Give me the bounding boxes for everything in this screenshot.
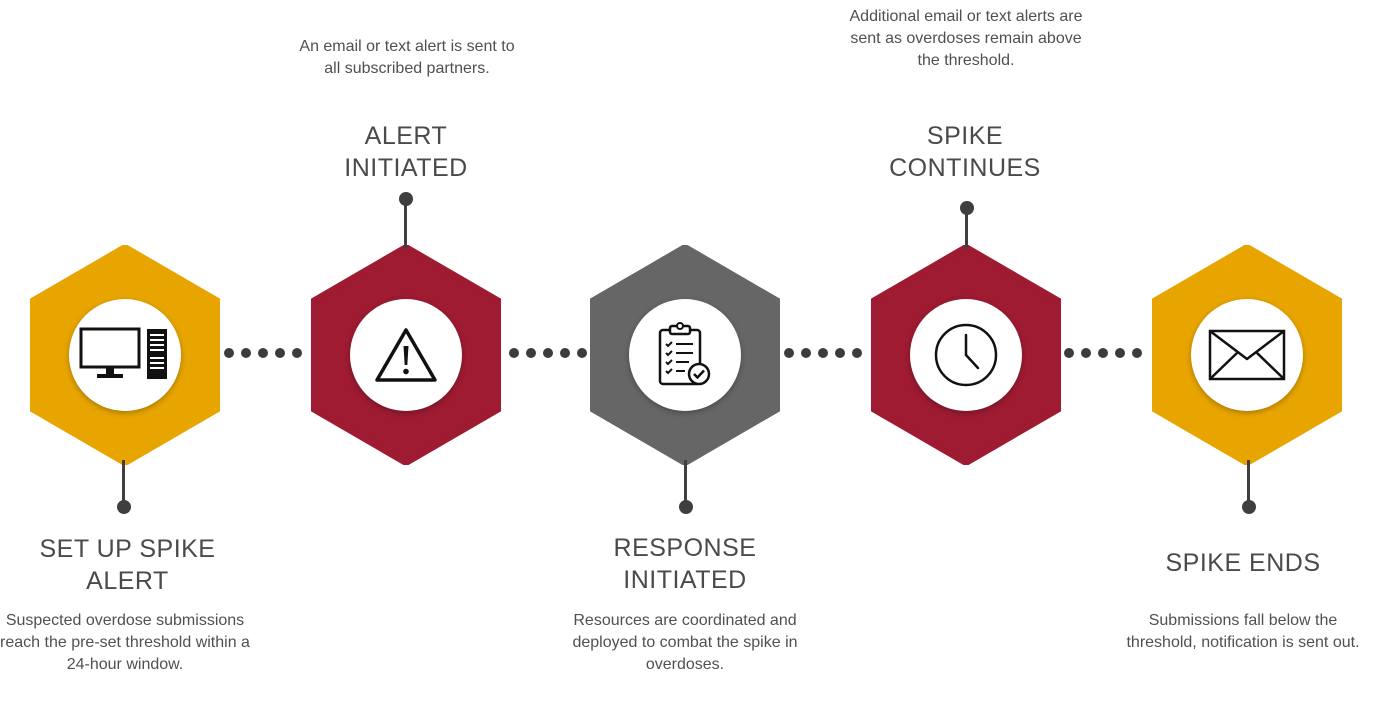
connector-dot: [543, 348, 553, 358]
step-2-title-line-1: ALERT: [364, 122, 448, 150]
connector-dot: [509, 348, 519, 358]
step-3-title: RESPONSE INITIATED: [570, 532, 800, 596]
step-2-icon-circle: [350, 299, 462, 411]
step-5-knob: [1242, 500, 1256, 514]
connector-dot: [560, 348, 570, 358]
step-3-description: Resources are coordinated and deployed t…: [572, 612, 798, 673]
step-4-knob: [960, 201, 974, 215]
connector-dot: [1081, 348, 1091, 358]
step-4-title-line-1: SPIKE: [926, 122, 1004, 150]
step-5-description: Submissions fall below the threshold, no…: [1126, 612, 1360, 651]
clock-icon: [933, 322, 999, 388]
connector-dot: [275, 348, 285, 358]
step-3-hexagon: [590, 245, 780, 465]
step-4-description: Additional email or text alerts are sent…: [849, 8, 1083, 69]
step-4-icon-circle: [910, 299, 1022, 411]
step-2-stem: [404, 199, 407, 249]
connector-dots-3-4: [784, 348, 862, 358]
connector-dots-2-3: [509, 348, 587, 358]
step-2-description: An email or text alert is sent to all su…: [299, 38, 515, 77]
step-2-title: ALERT INITIATED: [306, 120, 506, 184]
warning-icon: [374, 327, 438, 383]
step-2-knob: [399, 192, 413, 206]
step-1-hexagon: [30, 245, 220, 465]
connector-dots-1-2: [224, 348, 302, 358]
connector-dot: [1132, 348, 1142, 358]
connector-dot: [241, 348, 251, 358]
step-4-stem: [965, 209, 968, 249]
connector-dot: [1098, 348, 1108, 358]
envelope-icon: [1208, 329, 1286, 381]
step-1-title: SET UP SPIKE ALERT: [0, 533, 255, 597]
connector-dot: [577, 348, 587, 358]
step-3-title-line-1: RESPONSE: [613, 534, 757, 562]
step-5-hexagon: [1152, 245, 1342, 465]
connector-dots-4-5: [1064, 348, 1142, 358]
clipboard-checklist-icon: [657, 322, 713, 388]
connector-dot: [801, 348, 811, 358]
step-2-hexagon: [311, 245, 501, 465]
step-1-title-line-2: ALERT: [86, 567, 169, 595]
connector-dot: [818, 348, 828, 358]
step-4-title-line-2: CONTINUES: [889, 154, 1041, 182]
connector-dot: [526, 348, 536, 358]
step-1-icon-circle: [69, 299, 181, 411]
connector-dot: [1064, 348, 1074, 358]
computer-icon: [79, 327, 171, 383]
connector-dot: [292, 348, 302, 358]
step-1-stem: [122, 460, 125, 506]
step-1-title-line-1: SET UP SPIKE: [39, 535, 216, 563]
step-3-stem: [684, 460, 687, 506]
connector-dot: [224, 348, 234, 358]
connector-dot: [852, 348, 862, 358]
step-5-icon-circle: [1191, 299, 1303, 411]
step-4-title: SPIKE CONTINUES: [860, 120, 1070, 184]
step-4-hexagon: [871, 245, 1061, 465]
connector-dot: [784, 348, 794, 358]
connector-dot: [258, 348, 268, 358]
step-5-stem: [1247, 460, 1250, 506]
step-3-title-line-2: INITIATED: [623, 566, 747, 594]
connector-dot: [835, 348, 845, 358]
step-2-title-line-2: INITIATED: [344, 154, 468, 182]
step-1-knob: [117, 500, 131, 514]
step-3-icon-circle: [629, 299, 741, 411]
step-5-title: SPIKE ENDS: [1165, 549, 1321, 577]
step-1-description: Suspected overdose submissions reach the…: [0, 612, 250, 673]
step-3-knob: [679, 500, 693, 514]
connector-dot: [1115, 348, 1125, 358]
